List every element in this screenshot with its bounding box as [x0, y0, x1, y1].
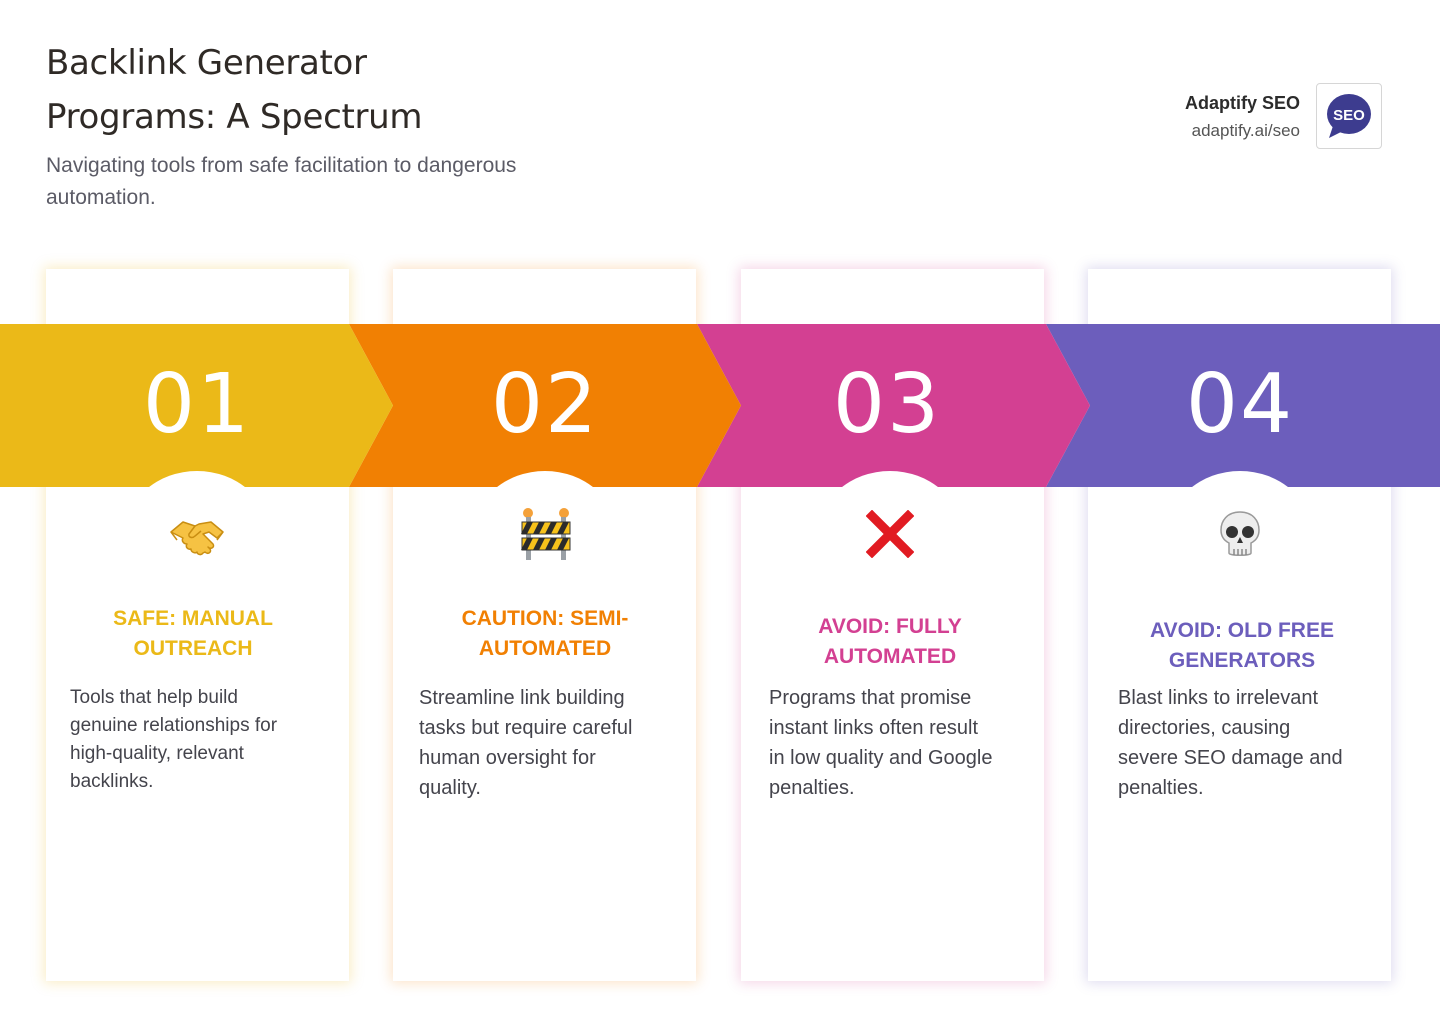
- step-desc-3-line-1: Programs that promise: [769, 687, 972, 709]
- arrow-segment-2: [349, 324, 741, 487]
- spectrum-arrow-band: [0, 324, 1440, 487]
- step-desc-4-line-1: Blast links to irrelevant: [1118, 687, 1319, 709]
- step-desc-1-line-4: backlinks.: [70, 771, 154, 792]
- page-title: Backlink Generator Programs: A Spectrum: [46, 36, 646, 144]
- step-number-3: 03: [832, 357, 942, 452]
- step-desc-1-line-3: high-quality, relevant: [70, 743, 244, 764]
- arrow-segment-1: [0, 324, 393, 487]
- construction-barrier-icon: [496, 496, 596, 572]
- step-desc-3-line-3: in low quality and Google: [769, 747, 993, 769]
- step-title-1-line-2: OUTREACH: [133, 637, 253, 660]
- step-title-2-line-1: CAUTION: SEMI-: [461, 607, 629, 630]
- step-title-4-line-1: AVOID: OLD FREE: [1150, 619, 1334, 642]
- icon-circle-4: [1192, 471, 1288, 487]
- handshake-icon: [147, 496, 247, 572]
- step-desc-2: Streamline link building tasks but requi…: [419, 683, 632, 803]
- page-subtitle: Navigating tools from safe facilitation …: [46, 150, 646, 214]
- subtitle-line-1: Navigating tools from safe facilitation …: [46, 154, 517, 177]
- title-line-2: Programs: A Spectrum: [46, 97, 423, 137]
- step-number-4: 04: [1185, 357, 1295, 452]
- step-title-4-line-2: GENERATORS: [1168, 649, 1316, 672]
- step-number-2: 02: [490, 357, 600, 452]
- step-title-1-line-1: SAFE: MANUAL: [113, 607, 273, 630]
- brand-block: Adaptify SEO adaptify.ai/seo: [1185, 90, 1300, 144]
- subtitle-line-2: automation.: [46, 186, 156, 209]
- step-desc-3-line-4: penalties.: [769, 777, 855, 799]
- skull-icon: [1190, 496, 1290, 572]
- cross-mark-icon: [840, 496, 940, 572]
- step-desc-1-line-1: Tools that help build: [70, 687, 238, 708]
- step-title-2-line-2: AUTOMATED: [478, 637, 612, 660]
- brand-name: Adaptify SEO: [1184, 93, 1300, 113]
- step-title-1: SAFE: MANUAL OUTREACH: [63, 604, 323, 664]
- step-title-3: AVOID: FULLY AUTOMATED: [760, 612, 1020, 672]
- step-desc-4: Blast links to irrelevant directories, c…: [1118, 683, 1343, 803]
- logo-text: SEO: [1333, 107, 1365, 124]
- step-desc-4-line-3: severe SEO damage and: [1118, 747, 1343, 769]
- step-title-2: CAUTION: SEMI- AUTOMATED: [415, 604, 675, 664]
- brand-url[interactable]: adaptify.ai/seo: [1191, 121, 1300, 140]
- step-desc-2-line-4: quality.: [419, 777, 481, 799]
- step-title-3-line-1: AVOID: FULLY: [818, 615, 962, 638]
- seo-speech-bubble-icon: SEO: [1327, 94, 1371, 138]
- step-desc-3: Programs that promise instant links ofte…: [769, 683, 992, 803]
- icon-circle-3: [842, 471, 938, 487]
- step-desc-1-line-2: genuine relationships for: [70, 715, 278, 736]
- step-desc-2-line-1: Streamline link building: [419, 687, 625, 709]
- seo-logo: SEO: [1316, 83, 1382, 149]
- step-desc-4-line-4: penalties.: [1118, 777, 1204, 799]
- step-desc-3-line-2: instant links often result: [769, 717, 978, 739]
- title-line-1: Backlink Generator: [46, 43, 367, 83]
- step-title-4: AVOID: OLD FREE GENERATORS: [1112, 616, 1372, 676]
- arrow-segment-3: [697, 324, 1090, 487]
- step-desc-4-line-2: directories, causing: [1118, 717, 1291, 739]
- step-title-3-line-2: AUTOMATED: [823, 645, 957, 668]
- step-desc-2-line-3: human oversight for: [419, 747, 596, 769]
- step-desc-1: Tools that help build genuine relationsh…: [70, 684, 277, 796]
- step-desc-2-line-2: tasks but require careful: [419, 717, 633, 739]
- step-number-1: 01: [142, 357, 252, 452]
- arrow-segment-4: [1046, 324, 1440, 487]
- icon-circle-2: [497, 471, 593, 487]
- icon-circle-1: [149, 471, 245, 487]
